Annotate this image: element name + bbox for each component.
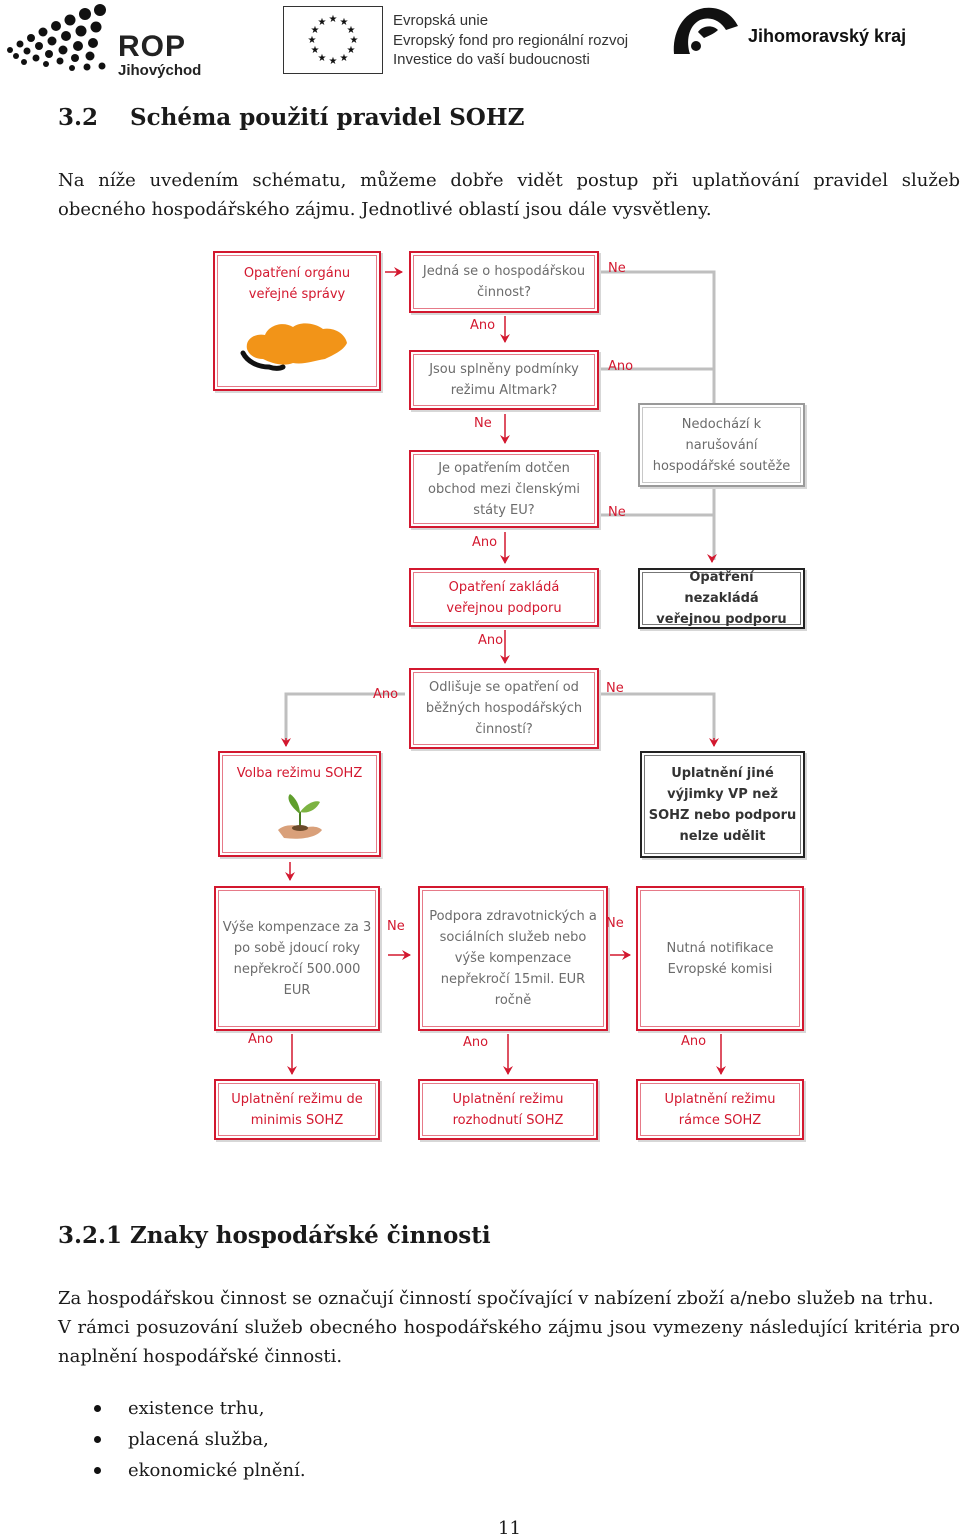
box-zdravotnicke: Podpora zdravotnických a sociálních služ… (418, 886, 608, 1031)
box-jine-vyjimky: Uplatnění jiné výjimky VP než SOHZ nebo … (640, 751, 805, 858)
svg-text:★: ★ (329, 14, 338, 25)
rop-logo-text: ROP (118, 30, 187, 63)
box-ramce: Uplatnění režimu rámce SOHZ (636, 1079, 804, 1140)
box-rozhodnuti-text: Uplatnění režimu rozhodnutí SOHZ (452, 1091, 564, 1128)
list-item: placená služba, (90, 1424, 306, 1455)
box-obchod-eu: Je opatřením dotčen obchod mezi členským… (409, 450, 599, 528)
eu-flag-icon: ★★★★ ★★★★ ★★★★ (283, 6, 383, 74)
svg-text:★: ★ (318, 53, 327, 64)
box-volba-sohz: Volba režimu SOHZ (218, 751, 381, 857)
subsection-heading: 3.2.1 Znaky hospodářské činnosti (58, 1222, 491, 1249)
eu-line-2: Evropský fond pro regionální rozvoj (393, 32, 629, 49)
subsection-paragraph-1: Za hospodářskou činnost se označují činn… (58, 1288, 934, 1309)
label-ne-hosp: Ne (608, 261, 626, 276)
subsection-title: Znaky hospodářské činnosti (130, 1222, 491, 1249)
subsection-number: 3.2.1 (58, 1222, 123, 1249)
svg-text:★: ★ (311, 25, 320, 36)
label-ano-odlisuje: Ano (373, 687, 399, 702)
svg-text:★: ★ (347, 45, 356, 56)
box-kompenzace: Výše kompenzace za 3 po sobě jdoucí roky… (214, 886, 380, 1031)
box-opatreni-organu-text: Opatření orgánu veřejné správy (243, 266, 351, 302)
svg-text:★: ★ (311, 45, 320, 56)
page-number: 11 (498, 1518, 521, 1539)
box-odlisuje: Odlišuje se opatření od běžných hospodář… (409, 668, 599, 749)
label-ano-hosp: Ano (470, 318, 496, 333)
box-zaklada-vp-text: Opatření zakládá veřejnou podporu (446, 579, 562, 616)
czech-map-icon (240, 323, 347, 371)
svg-text:★: ★ (347, 25, 356, 36)
svg-text:★: ★ (340, 17, 349, 28)
box-altmark: Jsou splněny podmínky režimu Altmark? (409, 350, 599, 410)
box-rozhodnuti: Uplatnění režimu rozhodnutí SOHZ (418, 1079, 598, 1140)
box-volba-sohz-text: Volba režimu SOHZ (236, 766, 363, 781)
box-de-minimis: Uplatnění režimu de minimis SOHZ (214, 1079, 380, 1140)
plant-in-hand-icon (277, 794, 322, 839)
intro-paragraph: Na níže uvedením schématu, můžeme dobře … (58, 170, 960, 220)
box-de-minimis-text: Uplatnění režimu de minimis SOHZ (231, 1091, 363, 1128)
box-opatreni-organu: Opatření orgánu veřejné správy (213, 251, 381, 391)
list-item: ekonomické plnění. (90, 1455, 306, 1486)
box-nezaklada-vp-text: Opatření nezakládá veřejnou podporu (656, 570, 787, 627)
svg-text:★: ★ (329, 56, 338, 67)
label-ano-zdravotnicke: Ano (463, 1035, 489, 1050)
region-name: Jihomoravský kraj (748, 26, 907, 46)
label-ne-odlisuje: Ne (606, 681, 624, 696)
rop-logo-subtitle: Jihovýchod (118, 62, 202, 79)
label-ano-obchod: Ano (472, 535, 498, 550)
label-ne-obchod: Ne (608, 505, 626, 520)
eu-line-1: Evropská unie (393, 12, 489, 29)
box-hosp-cinnost: Jedná se o hospodářskou činnost? (409, 251, 599, 313)
svg-text:★: ★ (308, 35, 317, 46)
label-ne-altmark: Ne (474, 416, 492, 431)
box-jine-vyjimky-text: Uplatnění jiné výjimky VP než SOHZ nebo … (648, 765, 797, 844)
label-ne-kompenzace: Ne (387, 919, 405, 934)
label-ano-kompenzace: Ano (248, 1032, 274, 1047)
svg-text:★: ★ (318, 17, 327, 28)
box-ramce-text: Uplatnění režimu rámce SOHZ (664, 1091, 776, 1128)
criteria-list: existence trhu, placená služba, ekonomic… (90, 1393, 306, 1486)
label-ne-zdravotnicke: Ne (606, 916, 624, 931)
eu-line-3: Investice do vaší budoucnosti (393, 51, 590, 68)
box-nenarusuje: Nedochází k narušování hospodářské soutě… (638, 403, 805, 487)
subsection-paragraph-2: V rámci posuzování služeb obecného hospo… (58, 1317, 960, 1367)
section-heading: 3.2 Schéma použití pravidel SOHZ (58, 104, 524, 131)
svg-text:★: ★ (350, 35, 359, 46)
label-ano-notifikace: Ano (681, 1034, 707, 1049)
label-ano-altmark: Ano (608, 359, 634, 374)
box-zaklada-vp: Opatření zakládá veřejnou podporu (409, 568, 599, 627)
section-title: Schéma použití pravidel SOHZ (130, 104, 525, 131)
box-notifikace: Nutná notifikace Evropské komisi (636, 886, 804, 1031)
label-ano-zaklada: Ano (478, 633, 504, 648)
rop-logo-graphic (7, 4, 106, 71)
box-nezaklada-vp: Opatření nezakládá veřejnou podporu (638, 568, 805, 629)
section-number: 3.2 (58, 104, 99, 131)
region-logo-icon (673, 7, 738, 55)
list-item: existence trhu, (90, 1393, 306, 1424)
svg-text:★: ★ (340, 53, 349, 64)
